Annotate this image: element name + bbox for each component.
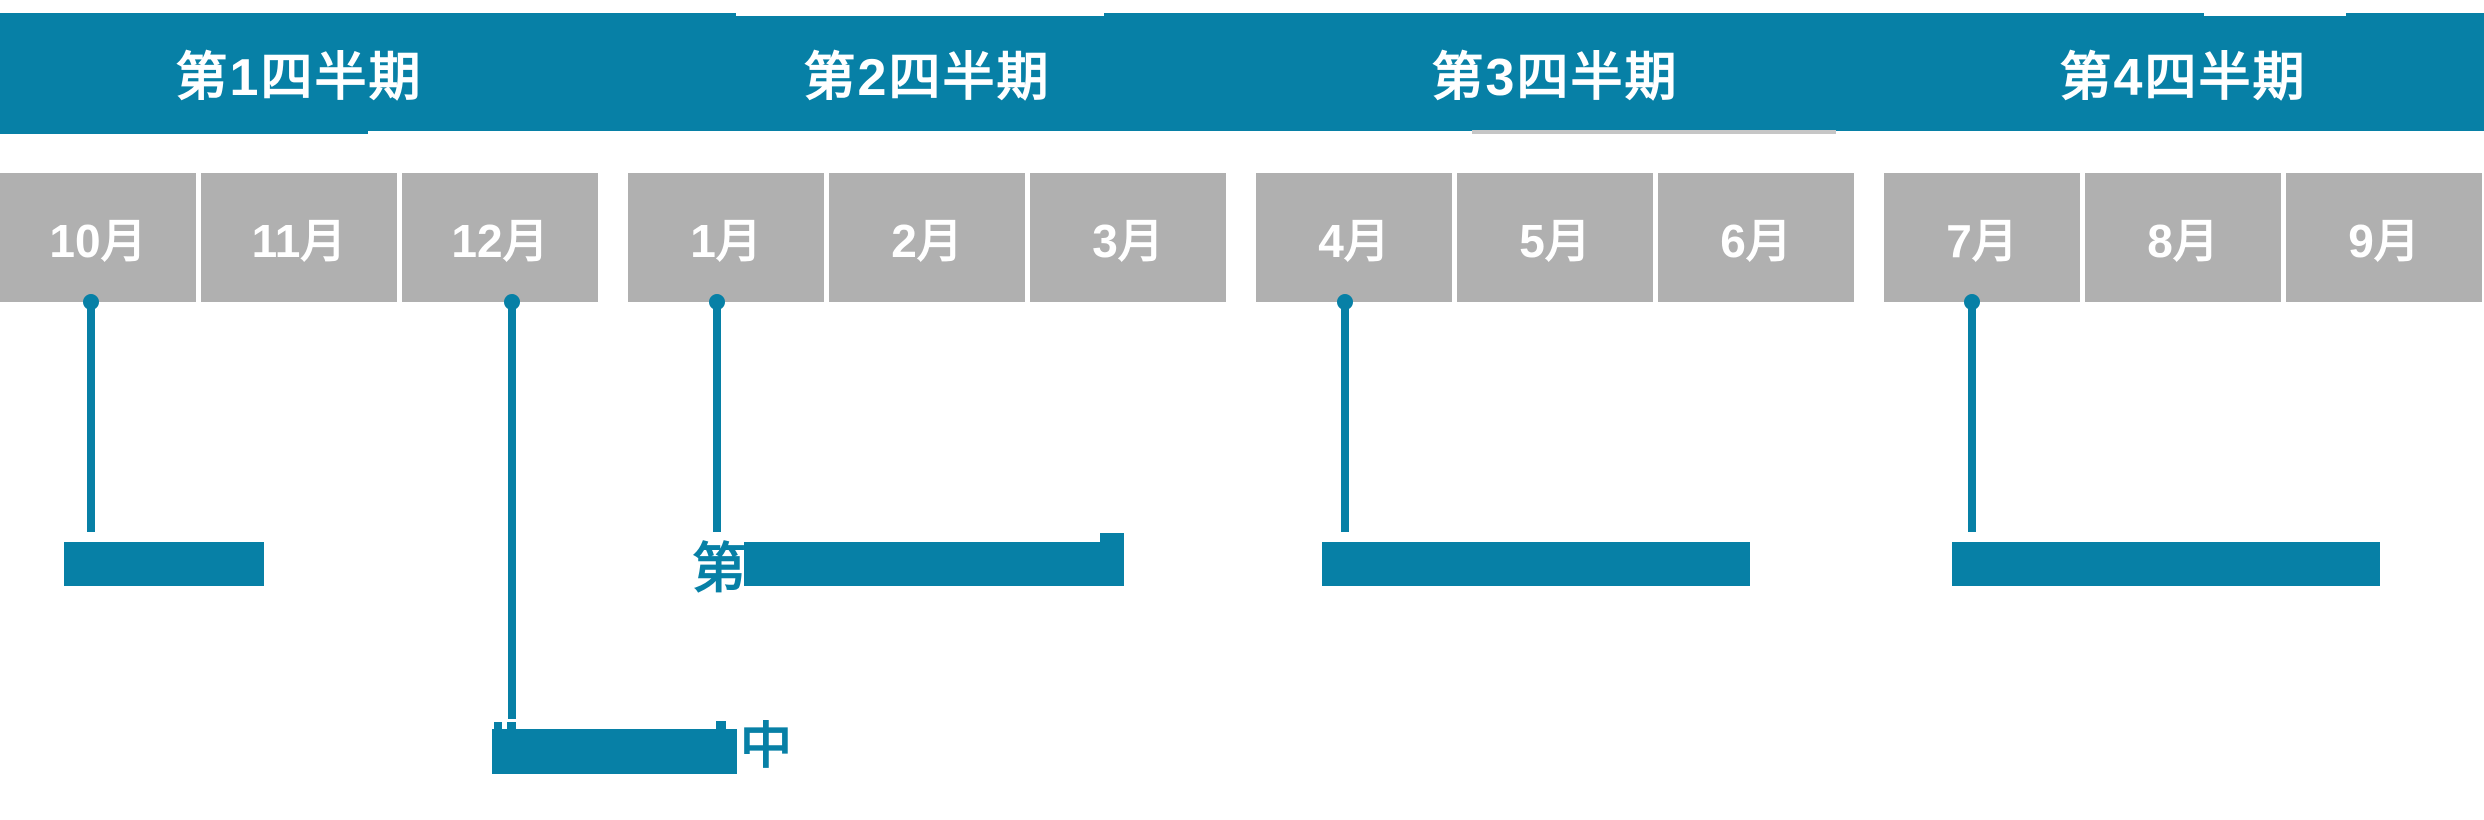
- month-cell-feb: 2月: [829, 173, 1025, 302]
- quarter-label-q4: 第4四半期: [1884, 13, 2482, 131]
- month-label-dec: 12月: [451, 214, 549, 267]
- task-bar-q3-apr: [1322, 542, 1750, 586]
- month-label-jul: 7月: [1946, 214, 2018, 267]
- month-label-mar: 3月: [1092, 214, 1164, 267]
- task-bar-q4-jul: [1952, 542, 2380, 586]
- connector-line-dec: [508, 302, 516, 719]
- quarter-label-q2: 第2四半期: [628, 13, 1226, 131]
- milestone-glyph-tip-2: [507, 722, 516, 730]
- month-cell-mar: 3月: [1030, 173, 1226, 302]
- month-cell-nov: 11月: [201, 173, 397, 302]
- month-label-nov: 11月: [251, 214, 347, 267]
- milestone-glyph-tip-3: [716, 721, 726, 730]
- month-cell-jun: 6月: [1658, 173, 1854, 302]
- task-bar-q2-visible-text: 第: [692, 539, 746, 599]
- milestone-visible-char: 中: [740, 720, 792, 774]
- month-label-sep: 9月: [2348, 214, 2420, 267]
- month-group-q4: 7月 8月 9月: [1884, 173, 2482, 302]
- milestone-bar-dec: [492, 729, 737, 774]
- month-cell-may: 5月: [1457, 173, 1653, 302]
- task-bar-q1-oct: [64, 542, 264, 586]
- header-seam-notch-q2: [736, 13, 1104, 16]
- month-cell-aug: 8月: [2085, 173, 2281, 302]
- task-bar-q2-glyph-tip: [1100, 533, 1124, 543]
- milestone-glyph-tip-1: [494, 722, 502, 730]
- month-group-q3: 4月 5月 6月: [1256, 173, 1854, 302]
- quarter-header-bar: [0, 13, 2484, 131]
- month-cell-apr: 4月: [1256, 173, 1452, 302]
- header-bottom-step-q1: [0, 131, 368, 134]
- month-cell-jan: 1月: [628, 173, 824, 302]
- quarter-label-q3: 第3四半期: [1256, 13, 1854, 131]
- month-label-apr: 4月: [1318, 214, 1390, 267]
- month-label-oct: 10月: [49, 214, 147, 267]
- quarter-label-q1: 第1四半期: [0, 13, 598, 131]
- connector-line-jul: [1968, 302, 1976, 532]
- month-label-aug: 8月: [2147, 214, 2219, 267]
- month-group-q1: 10月 11月 12月: [0, 173, 598, 302]
- connector-line-jan: [713, 302, 721, 532]
- month-label-feb: 2月: [891, 214, 963, 267]
- quarter-label-q2-text: 第2四半期: [803, 48, 1051, 107]
- month-cell-jul: 7月: [1884, 173, 2080, 302]
- quarter-label-q3-text: 第3四半期: [1431, 48, 1679, 107]
- header-seam-notch-q4: [2204, 13, 2346, 16]
- quarter-label-q4-text: 第4四半期: [2059, 48, 2307, 107]
- month-group-q2: 1月 2月 3月: [628, 173, 1226, 302]
- connector-line-apr: [1341, 302, 1349, 532]
- connector-line-oct: [87, 302, 95, 532]
- task-bar-q2-jan: [744, 542, 1124, 586]
- header-bottom-shadow-q3: [1472, 130, 1836, 134]
- month-cell-sep: 9月: [2286, 173, 2482, 302]
- month-label-jun: 6月: [1720, 214, 1792, 267]
- month-cell-dec: 12月: [402, 173, 598, 302]
- month-label-jan: 1月: [690, 214, 762, 267]
- milestone-visible-text: 中: [740, 720, 792, 774]
- month-cell-oct: 10月: [0, 173, 196, 302]
- quarter-label-q1-text: 第1四半期: [175, 48, 423, 107]
- month-label-may: 5月: [1519, 214, 1591, 267]
